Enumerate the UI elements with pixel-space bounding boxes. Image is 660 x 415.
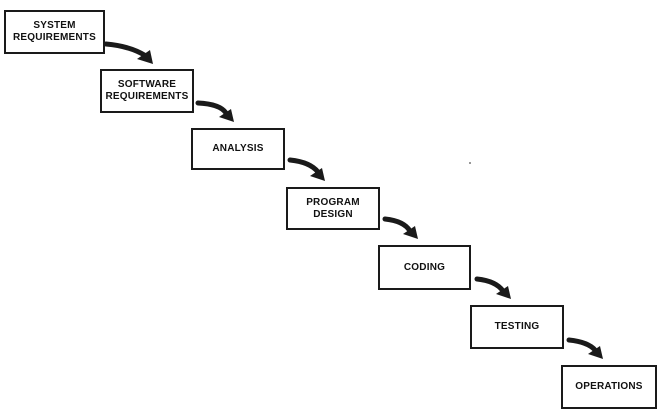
stage-program-design: PROGRAM DESIGN [286,187,380,230]
arrow-head-software-to-analysis [219,109,234,122]
scan-speck [469,162,471,164]
arrow-head-system-to-software [137,50,153,64]
arrow-coding-to-testing [474,276,506,294]
stage-coding: CODING [378,245,471,290]
stage-software-requirements: SOFTWARE REQUIREMENTS [100,69,194,113]
arrow-analysis-to-program-design [287,157,321,175]
stage-analysis: ANALYSIS [191,128,285,170]
arrow-software-to-analysis [195,100,229,116]
stage-operations: OPERATIONS [561,365,657,409]
stage-system-requirements: SYSTEM REQUIREMENTS [4,10,105,54]
arrow-system-to-software [103,41,149,59]
arrow-program-design-to-coding [382,216,413,234]
stage-testing: TESTING [470,305,564,349]
arrow-head-program-design-to-coding [403,226,418,239]
arrow-head-coding-to-testing [496,286,511,299]
arrow-head-testing-to-operations [588,346,603,359]
arrow-head-analysis-to-program-design [310,168,325,181]
arrow-testing-to-operations [566,337,598,353]
